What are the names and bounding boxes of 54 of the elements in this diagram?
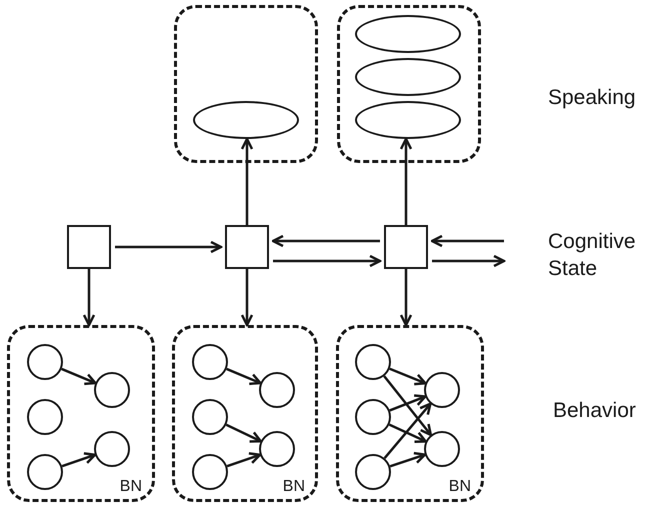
row-label: Speaking [548,85,637,111]
circle-node [94,431,130,467]
arrow [115,240,222,254]
square-box [384,225,428,269]
arrow [430,234,504,248]
ellipse [193,101,299,139]
circle-node [259,431,295,467]
arrow [400,269,412,326]
arrow [240,138,254,225]
arrow [384,402,432,460]
circle-node [94,372,130,408]
arrow [388,423,427,443]
arrow [273,254,382,268]
arrow [226,424,262,443]
dashed-group-box [337,5,481,163]
circle-node [27,399,63,435]
circle-node [355,454,391,490]
square-box [225,225,269,269]
circle-node [27,344,63,380]
arrow [389,368,427,386]
circle-node [424,372,460,408]
circle-node [355,399,391,435]
dashed-group-box [336,325,484,502]
arrow [390,452,426,468]
circle-node [259,372,295,408]
network-label: BN [120,479,142,495]
arrow [432,254,506,268]
row-label: Behavior [553,398,637,424]
ellipse [355,58,461,96]
circle-node [192,399,228,435]
ellipse [355,15,461,53]
arrow [272,234,380,248]
arrow [62,452,96,468]
square-box [67,225,111,269]
arrow [61,368,97,386]
arrow [389,394,426,412]
dashed-group-box [172,325,318,502]
circle-node [424,431,460,467]
arrow [226,452,262,468]
circle-node [192,344,228,380]
ellipse [355,101,461,139]
dashed-group-box [7,325,155,502]
network-label: BN [282,479,305,495]
row-label: Cognitive State [548,229,637,282]
arrow [226,368,262,386]
arrow [82,269,96,326]
network-label: BN [448,479,471,495]
arrow [400,138,412,225]
circle-node [27,454,63,490]
circle-node [192,454,228,490]
arrow [383,375,432,436]
dashed-group-box [174,5,318,163]
circle-node [355,344,391,380]
arrow [240,269,254,326]
